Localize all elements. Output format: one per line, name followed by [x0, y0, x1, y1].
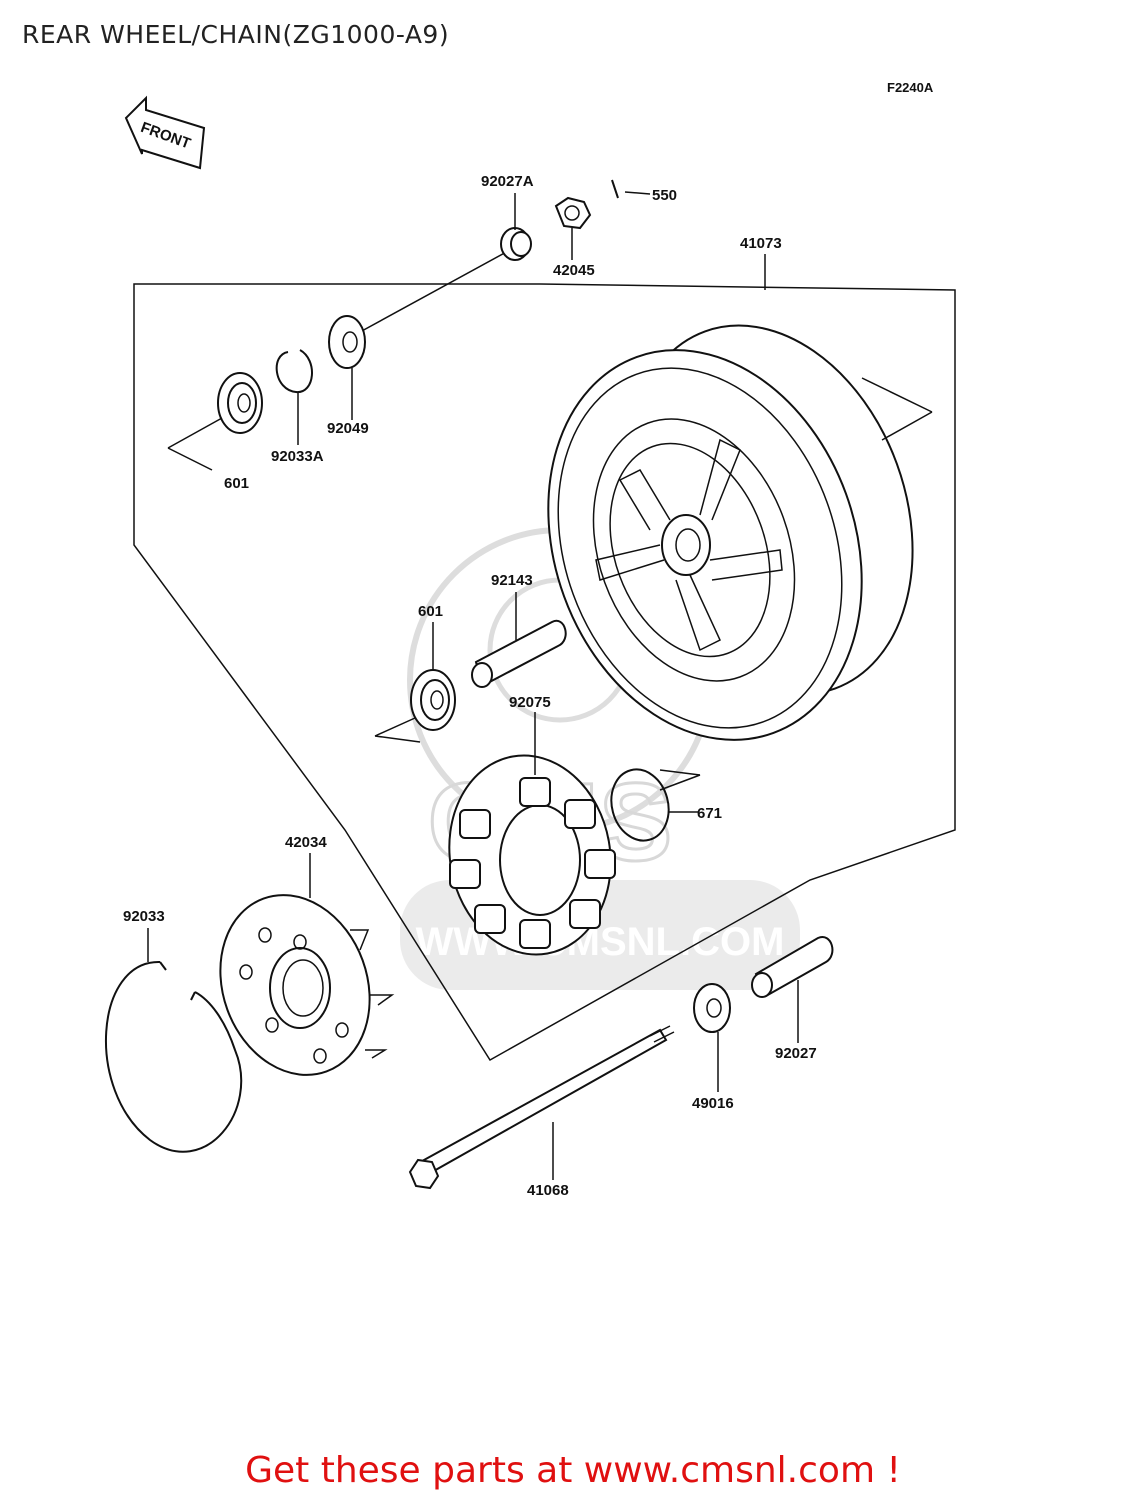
spacer-92143 — [471, 592, 567, 688]
figure-code: F2240A — [887, 80, 934, 95]
label-92143: 92143 — [491, 572, 533, 589]
label-42034: 42034 — [285, 834, 327, 851]
label-92033: 92033 — [123, 908, 165, 925]
collar-92027 — [751, 936, 834, 1043]
assembly-outline — [133, 283, 956, 1062]
front-arrow-label: FRONT — [138, 119, 192, 153]
nut-42045 — [554, 196, 592, 260]
oring-671 — [610, 768, 701, 842]
washer-92049 — [328, 315, 366, 420]
label-92027a: 92027A — [481, 173, 534, 190]
label-42045: 42045 — [553, 262, 595, 279]
collar-92027a — [500, 193, 532, 261]
promo-link[interactable]: Get these parts at www.cmsnl.com ! — [245, 1450, 901, 1491]
label-671: 671 — [697, 805, 722, 822]
axle-41068 — [408, 1025, 675, 1190]
wheel-41073 — [547, 324, 933, 741]
label-41068: 41068 — [527, 1182, 569, 1199]
washer-49016 — [693, 983, 731, 1092]
cotter-pin-550 — [611, 179, 651, 199]
circlip-92033 — [104, 928, 243, 1153]
front-arrow: FRONT — [124, 95, 206, 170]
damper-92075 — [448, 712, 616, 956]
label-92027: 92027 — [775, 1045, 817, 1062]
label-41073: 41073 — [740, 235, 782, 252]
bearing-601-lower — [374, 622, 456, 743]
label-92049: 92049 — [327, 420, 369, 437]
label-550: 550 — [652, 187, 677, 204]
label-92033a: 92033A — [271, 448, 324, 465]
circlip-92033a — [275, 349, 313, 445]
label-601-lower: 601 — [418, 603, 443, 620]
watermark-url: WWW.CMSNL.COM — [416, 920, 785, 964]
label-601-upper: 601 — [224, 475, 249, 492]
hub-42034 — [219, 853, 395, 1076]
label-92075: 92075 — [509, 694, 551, 711]
bearing-601-upper — [167, 372, 263, 471]
label-49016: 49016 — [692, 1095, 734, 1112]
page-title: REAR WHEEL/CHAIN(ZG1000-A9) — [22, 20, 450, 49]
